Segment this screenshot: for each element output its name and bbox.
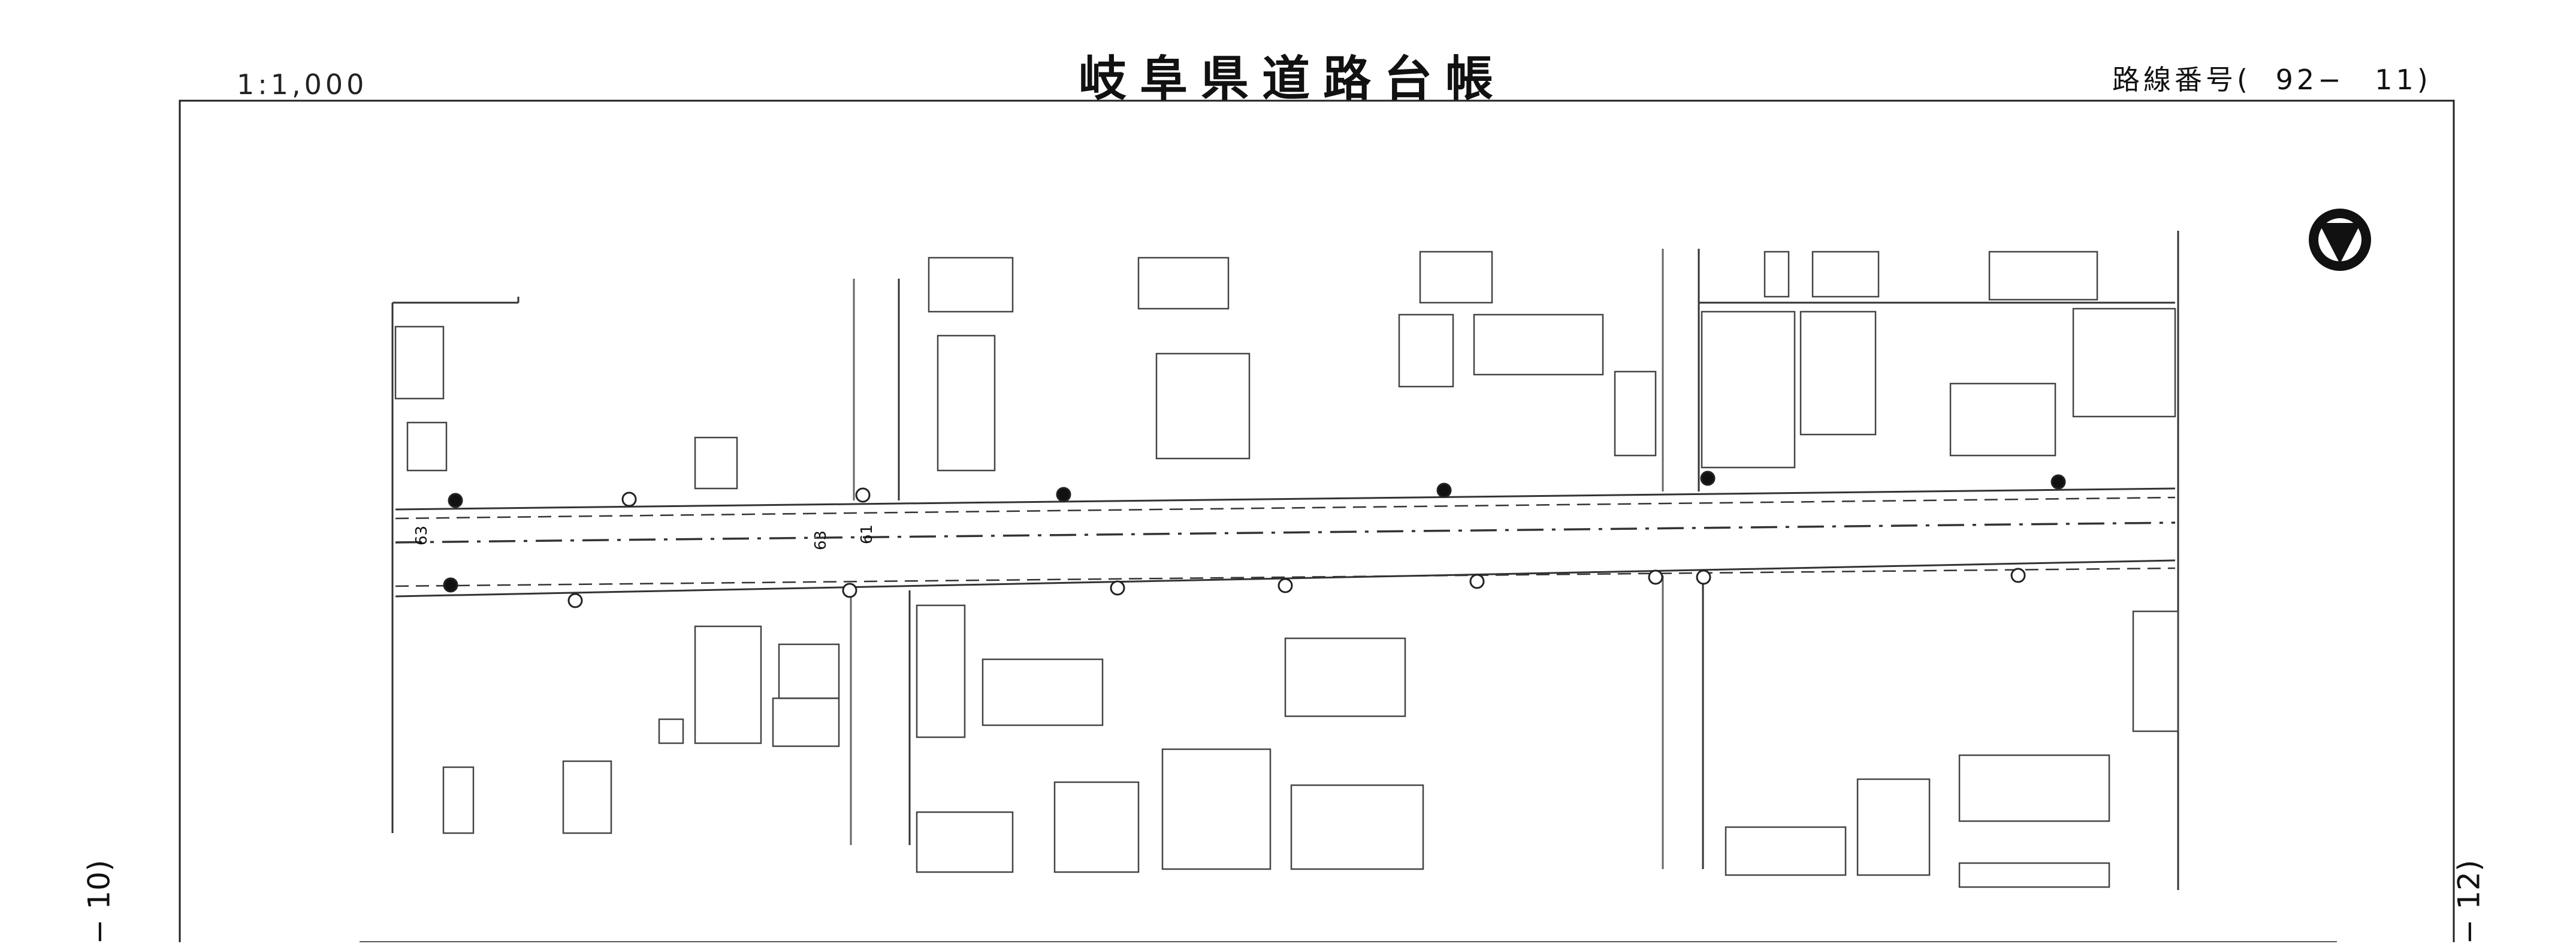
station-label: 61: [858, 524, 876, 544]
scale-label: 1:1,000: [237, 68, 368, 101]
route-number-value: 92−: [2275, 64, 2345, 96]
route-number: 路線番号( 92− 11): [2112, 66, 2432, 94]
sheet-frame: [179, 99, 2455, 942]
map-lines: [391, 231, 2179, 890]
page-title: 岐阜県道路台帳: [1079, 51, 1506, 107]
roadside-markers: [443, 471, 2066, 608]
buildings: [394, 251, 2179, 888]
north-arrow-icon: [2309, 209, 2371, 271]
road-centerline: [395, 521, 2176, 544]
route-sheet-value: 11): [2375, 64, 2432, 96]
road-dashed-lines: [395, 496, 2176, 587]
station-label: 63: [812, 530, 830, 550]
station-label: 63: [413, 526, 431, 545]
route-prefix: 路線番号(: [2112, 64, 2251, 96]
